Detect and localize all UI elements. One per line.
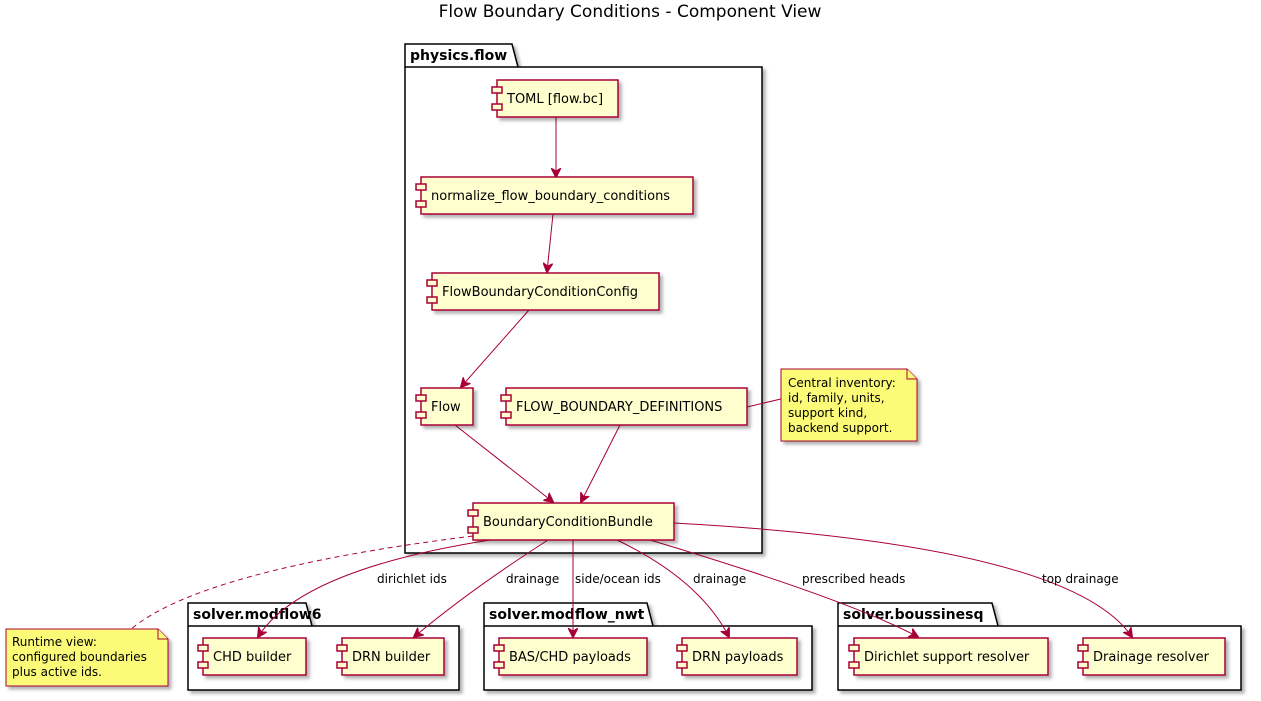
component-definitions: FLOW_BOUNDARY_DEFINITIONS (500, 387, 748, 426)
edge-config-to-flow (461, 309, 530, 387)
note-connector-runtime (129, 535, 474, 631)
component-label-definitions: FLOW_BOUNDARY_DEFINITIONS (516, 400, 722, 415)
edge-definitions-to-bundle (581, 424, 621, 502)
edge-label-drainage-nwt: drainage (693, 572, 746, 586)
edge-bundle-to-chd (258, 539, 491, 637)
component-drainage-resolver: Drainage resolver (1077, 637, 1226, 676)
package-title-boussinesq: solver.boussinesq (843, 607, 984, 623)
component-bundle: BoundaryConditionBundle (467, 502, 675, 541)
edge-label-side-ocean-ids: side/ocean ids (575, 572, 661, 586)
note-runtime-view: Runtime view: configured boundaries plus… (5, 628, 169, 687)
edge-label-drainage-mf6: drainage (506, 572, 559, 586)
edge-normalize-to-config (547, 213, 554, 272)
component-config: FlowBoundaryConditionConfig (426, 272, 660, 311)
package-title-physics-flow: physics.flow (410, 48, 507, 64)
component-drn-builder: DRN builder (336, 637, 445, 676)
component-label-dirichlet-resolver: Dirichlet support resolver (864, 650, 1030, 665)
edge-bundle-to-drn-payloads (616, 539, 729, 637)
component-flow: Flow (415, 387, 474, 426)
component-label-drn-builder: DRN builder (352, 650, 431, 665)
edge-label-prescribed-heads: prescribed heads (802, 572, 905, 586)
component-label-bundle: BoundaryConditionBundle (483, 515, 653, 530)
component-label-chd-builder: CHD builder (213, 650, 292, 665)
component-drn-payloads: DRN payloads (676, 637, 798, 676)
edge-bundle-to-drn (414, 539, 549, 637)
note-runtime-line-1: Runtime view: (12, 635, 97, 649)
component-chd-builder: CHD builder (197, 637, 307, 676)
component-toml: TOML [flow.bc] (491, 79, 619, 118)
edge-flow-to-bundle (454, 424, 553, 502)
component-normalize: normalize_flow_boundary_conditions (415, 176, 694, 215)
edge-bundle-to-drainage (673, 522, 1132, 637)
package-title-modflow6: solver.modflow6 (193, 607, 322, 623)
component-label-config: FlowBoundaryConditionConfig (442, 285, 638, 300)
component-bas-chd-payloads: BAS/CHD payloads (493, 637, 648, 676)
component-label-normalize: normalize_flow_boundary_conditions (431, 189, 670, 204)
edge-label-dirichlet-ids: dirichlet ids (377, 572, 447, 586)
note-inventory-line-3: support kind, (788, 406, 867, 420)
component-label-flow: Flow (431, 400, 461, 415)
note-central-inventory: Central inventory: id, family, units, su… (780, 368, 918, 442)
diagram-title: Flow Boundary Conditions - Component Vie… (439, 2, 822, 22)
note-inventory-line-1: Central inventory: (788, 376, 896, 390)
note-connector-inventory (746, 397, 786, 408)
note-runtime-line-2: configured boundaries (12, 650, 147, 664)
package-title-modflow-nwt: solver.modflow_nwt (489, 607, 645, 623)
component-label-bas-chd: BAS/CHD payloads (509, 650, 631, 665)
edge-bundle-to-dirichlet (649, 539, 918, 637)
note-inventory-line-2: id, family, units, (788, 391, 885, 405)
component-dirichlet-resolver: Dirichlet support resolver (848, 637, 1049, 676)
note-runtime-line-3: plus active ids. (12, 665, 102, 679)
note-inventory-line-4: backend support. (788, 421, 892, 435)
edge-label-top-drainage: top drainage (1042, 572, 1119, 586)
component-label-drn-payloads: DRN payloads (692, 650, 784, 665)
component-label-toml: TOML [flow.bc] (506, 92, 603, 107)
component-label-drainage-resolver: Drainage resolver (1093, 650, 1210, 665)
